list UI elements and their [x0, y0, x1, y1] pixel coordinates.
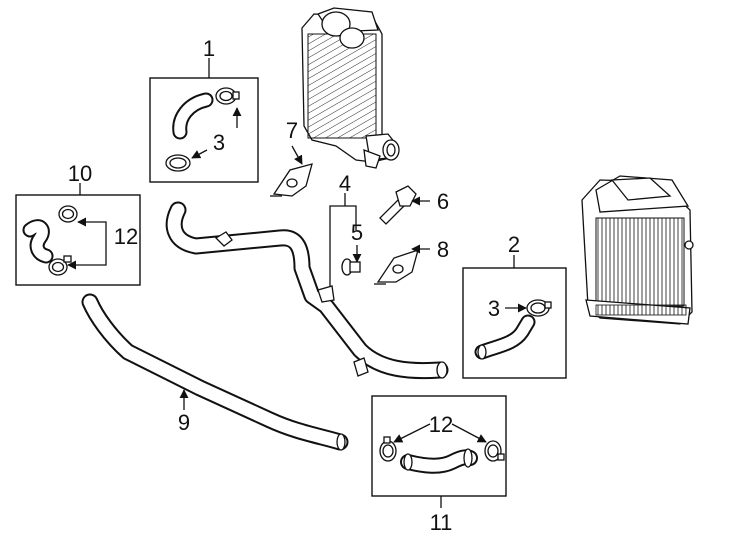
intercooler-right — [581, 175, 694, 325]
bolt-6 — [379, 185, 417, 225]
callout-1: 1 — [203, 36, 215, 61]
callout-3-box1: 3 — [213, 130, 225, 155]
callout-box-1 — [149, 58, 259, 183]
callout-box-2 — [462, 255, 567, 379]
callout-6: 6 — [437, 189, 449, 214]
callout-10: 10 — [68, 161, 92, 186]
callout-12-box11: 12 — [429, 412, 453, 437]
callout-box-10 — [15, 183, 141, 286]
bracket-8 — [374, 248, 419, 285]
callout-9: 9 — [178, 410, 190, 435]
bracket-7 — [270, 163, 313, 197]
callout-8: 8 — [437, 237, 449, 262]
callout-3-box2: 3 — [488, 296, 500, 321]
intercooler-upper — [301, 7, 400, 169]
callout-5: 5 — [351, 220, 363, 245]
hose-9 — [81, 293, 349, 451]
stud-5 — [341, 258, 361, 276]
callout-7: 7 — [286, 118, 298, 143]
pipe-assembly-4 — [165, 201, 449, 380]
callout-2: 2 — [508, 232, 520, 257]
callout-11: 11 — [430, 510, 453, 535]
callout-4: 4 — [339, 171, 351, 196]
callout-box-11 — [371, 395, 507, 508]
callout-12-box10: 12 — [114, 224, 138, 249]
